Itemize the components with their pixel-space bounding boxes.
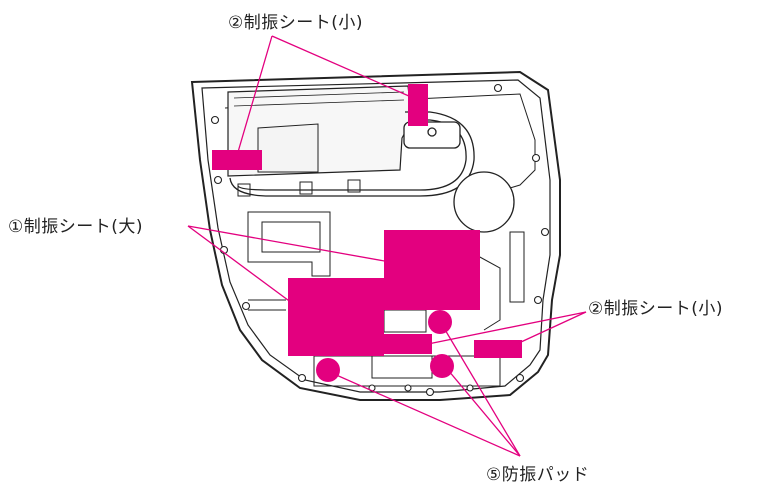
- leader-lines: [187, 35, 587, 457]
- callout-damping-pad: ⑤防振パッド: [486, 465, 590, 485]
- damping-pad-2: [428, 310, 452, 334]
- bolt-holes: [210, 83, 550, 397]
- inner-panel-ribs: [237, 179, 525, 387]
- small-sheet-lower-middle: [384, 334, 432, 354]
- small-sheet-lower-right: [474, 340, 522, 358]
- callout-small-sheet-top: ②制振シート(小): [228, 13, 364, 33]
- damping-parts: [212, 84, 522, 382]
- damping-pad-1: [316, 358, 340, 382]
- large-sheet-lower: [288, 278, 384, 356]
- small-sheet-window-left: [212, 150, 262, 170]
- speaker-hole: [453, 171, 515, 233]
- callout-small-sheet-right: ②制振シート(小): [588, 299, 724, 319]
- window-opening: [227, 85, 413, 177]
- small-sheet-window-right: [408, 84, 428, 126]
- damping-pad-3: [430, 354, 454, 378]
- callout-large-sheet: ①制振シート(大): [8, 217, 144, 237]
- large-sheet-upper: [384, 230, 480, 310]
